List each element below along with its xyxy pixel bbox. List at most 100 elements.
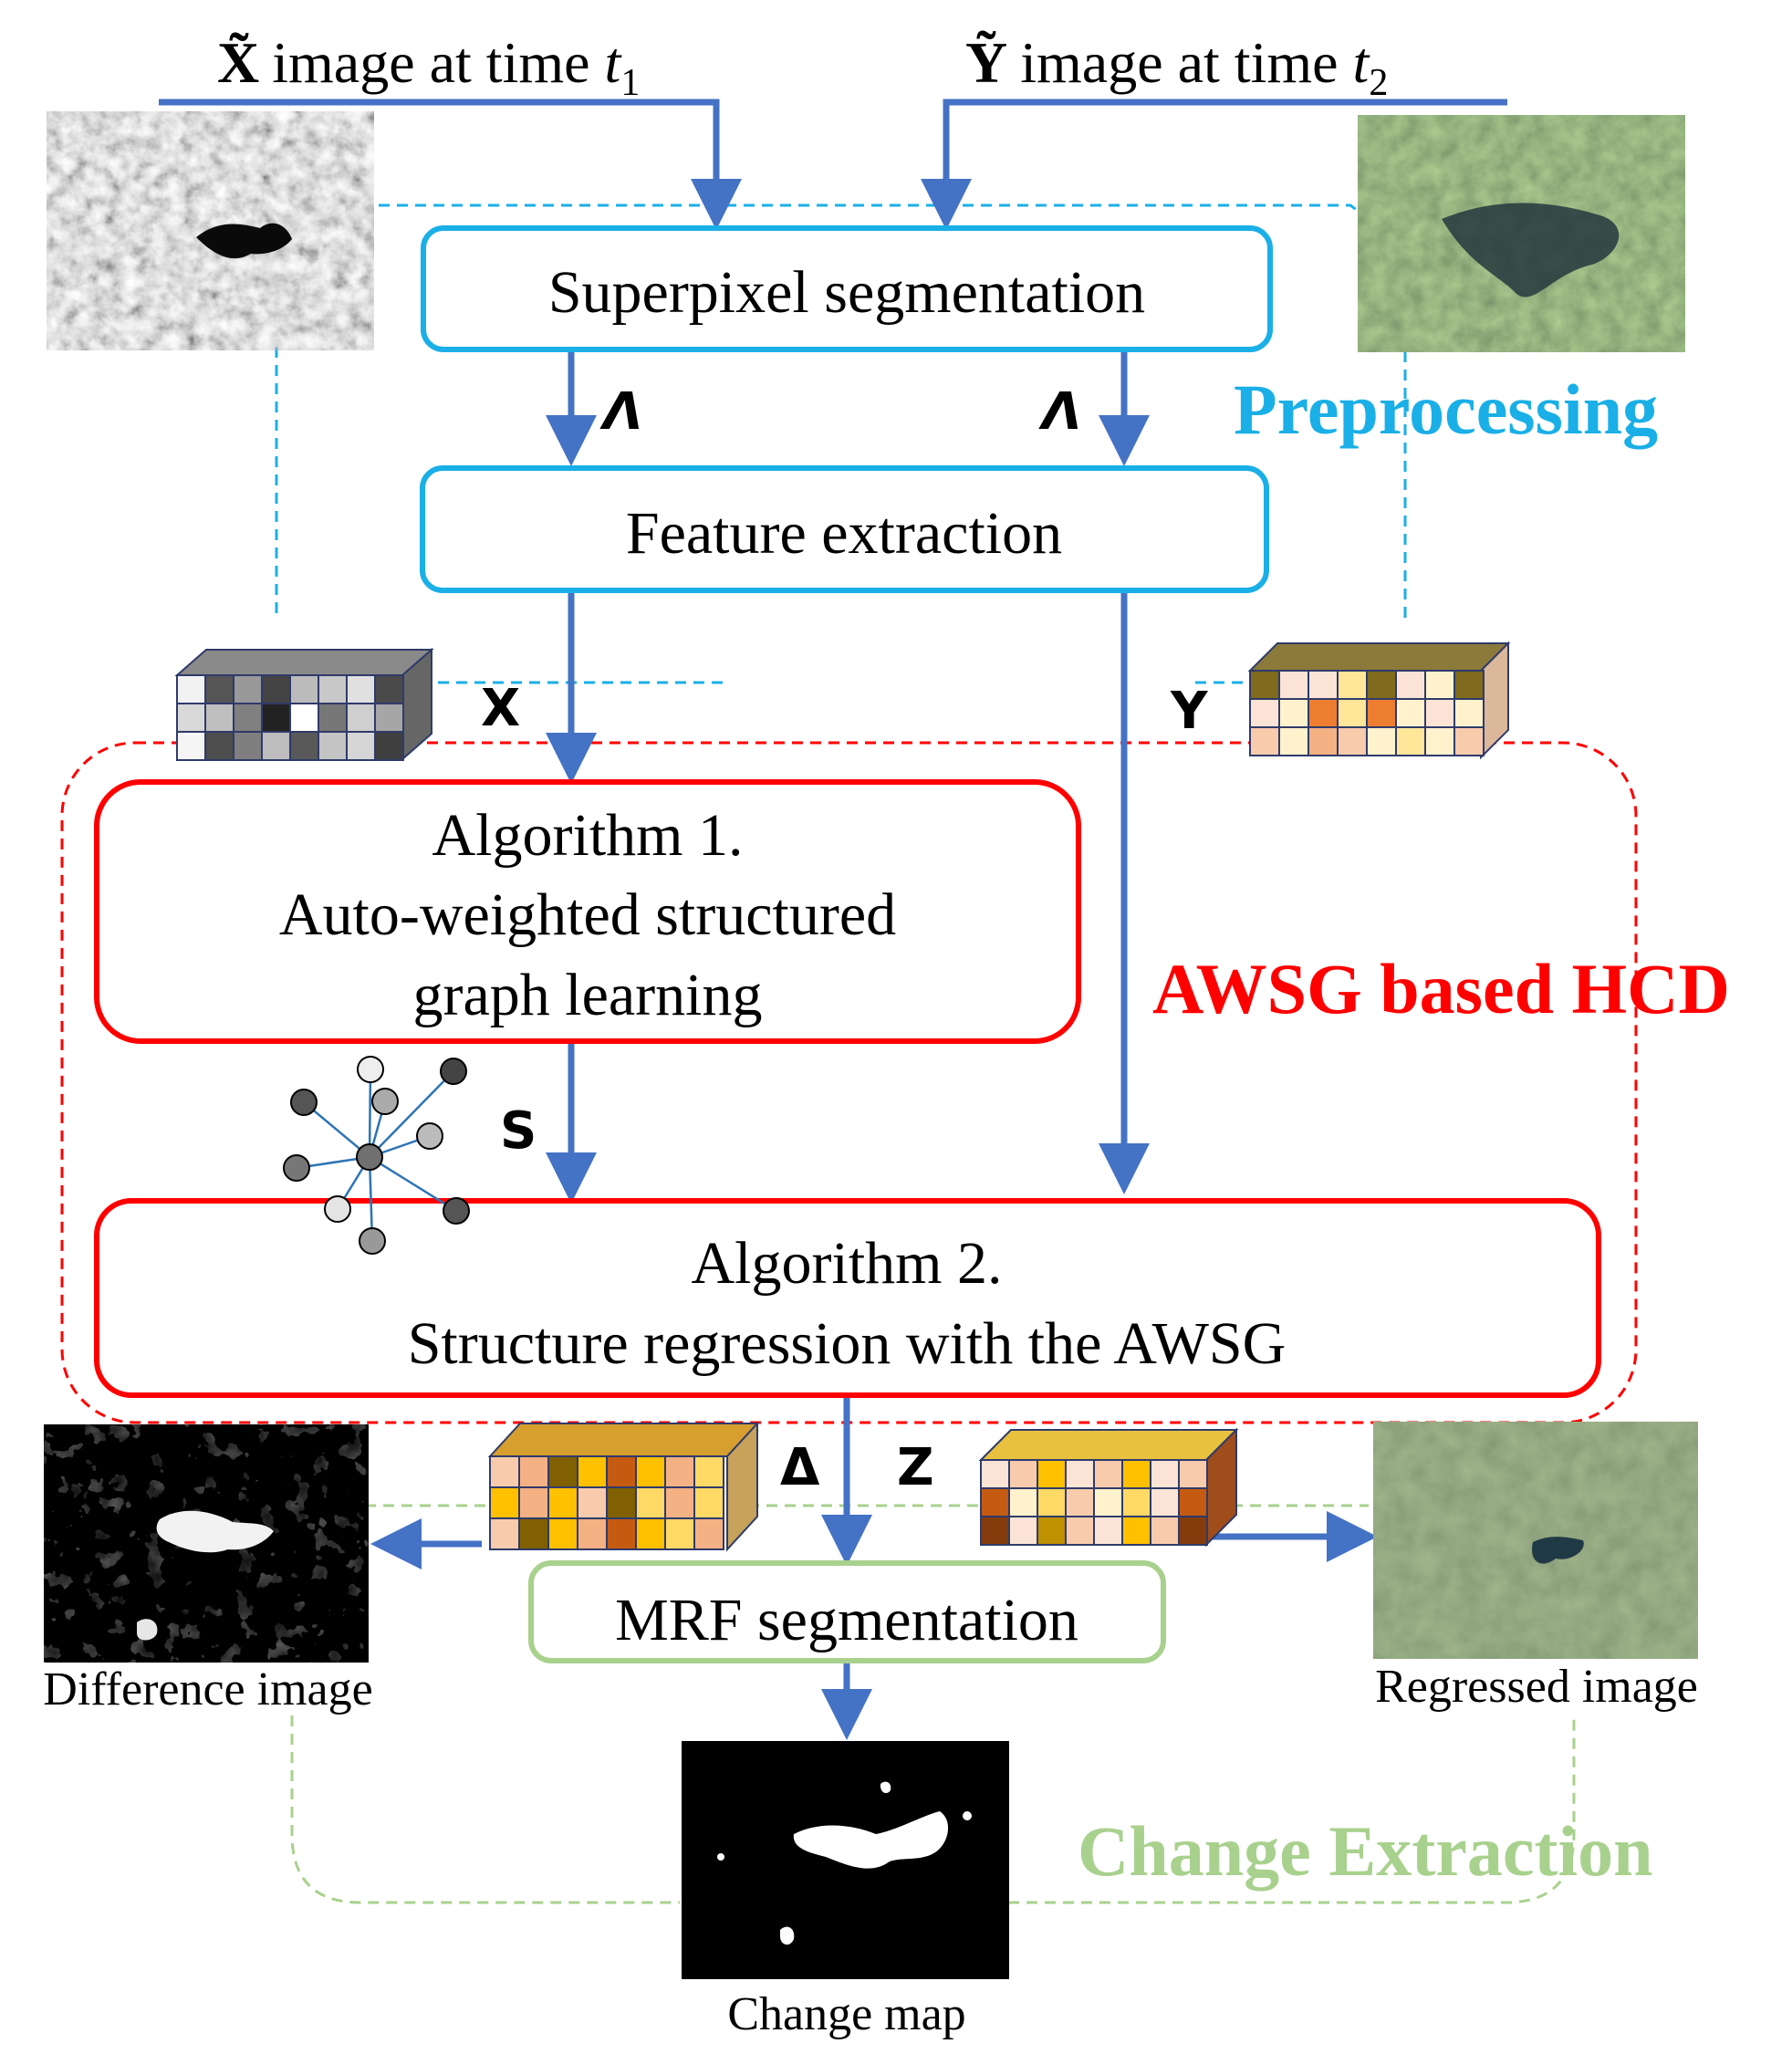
superpixel-label: Superpixel segmentation xyxy=(548,259,1145,326)
cube-cell xyxy=(1093,1459,1123,1489)
cube-cell xyxy=(318,731,348,761)
lambda-left-label: Λ xyxy=(599,382,642,442)
cube-cell xyxy=(289,703,319,733)
cube-cell xyxy=(1278,670,1309,700)
y-label: Y xyxy=(1170,682,1209,741)
cube-cell xyxy=(1337,670,1368,700)
cube-cell xyxy=(664,1455,695,1488)
algorithm1-title: Algorithm 1. xyxy=(432,802,744,869)
cube-cell xyxy=(577,1517,608,1550)
cube-cell xyxy=(1337,726,1368,756)
cube-cell xyxy=(1008,1459,1038,1489)
cube-cell xyxy=(233,703,263,733)
cube-cell xyxy=(1453,670,1485,700)
algorithm2-title: Algorithm 2. xyxy=(692,1230,1003,1297)
cube-cell xyxy=(1037,1487,1067,1517)
cube-cell xyxy=(518,1517,549,1550)
cube-cell xyxy=(980,1516,1010,1546)
cube-cell xyxy=(204,731,234,761)
cube-cell xyxy=(176,731,206,761)
cube-cell xyxy=(489,1455,520,1488)
cube-cell xyxy=(980,1459,1010,1489)
difference-image-caption: Difference image xyxy=(43,1663,372,1715)
cube-cell xyxy=(289,674,319,704)
feature-cube-delta xyxy=(487,1421,760,1552)
change-extraction-label: Change Extraction xyxy=(1078,1811,1652,1891)
cube-cell xyxy=(606,1517,637,1550)
cube-cell xyxy=(233,731,263,761)
flow-arrows xyxy=(159,99,1507,1740)
cube-cell xyxy=(1424,670,1455,700)
cube-cell xyxy=(1093,1487,1123,1517)
change-map-caption: Change map xyxy=(727,1988,965,2040)
cube-cell xyxy=(346,731,376,761)
cube-cell xyxy=(204,674,234,704)
cube-cell xyxy=(1366,698,1397,728)
cube-cell xyxy=(318,703,348,733)
algorithm1-line2: Auto-weighted structured xyxy=(279,881,896,948)
cube-cell xyxy=(1150,1516,1180,1546)
cube-cell xyxy=(1395,726,1426,756)
cube-cell xyxy=(1278,698,1309,728)
preprocessing-outline xyxy=(275,203,1407,684)
cube-cell xyxy=(1037,1516,1067,1546)
cube-cell xyxy=(1395,698,1426,728)
feature-cube-x xyxy=(174,647,434,762)
cube-cell xyxy=(1178,1487,1208,1517)
cube-cell xyxy=(693,1455,724,1488)
cube-cell xyxy=(547,1517,578,1550)
cube-cell xyxy=(1366,726,1397,756)
change-map xyxy=(682,1741,1009,1979)
algorithm2-line2: Structure regression with the AWSG xyxy=(408,1310,1287,1377)
header-x-label: X̃image at time t1 xyxy=(217,30,640,104)
cube-cell xyxy=(489,1517,520,1550)
algorithm2-box xyxy=(94,1198,1601,1398)
cube-cell xyxy=(1453,726,1485,756)
lambda-right-label: Λ xyxy=(1038,382,1081,442)
regressed-image xyxy=(1373,1422,1698,1659)
mrf-segmentation-box xyxy=(528,1560,1166,1663)
s-label: S xyxy=(500,1101,537,1161)
cube-cell xyxy=(261,674,291,704)
star-graph-icon xyxy=(283,1056,470,1255)
change-extraction-outline xyxy=(290,1504,1576,1904)
cube-cell xyxy=(518,1486,549,1519)
cube-cell xyxy=(1178,1516,1208,1546)
cube-cell xyxy=(374,703,404,733)
cube-cell xyxy=(635,1455,666,1488)
cube-cell xyxy=(1308,670,1339,700)
cube-cell xyxy=(374,674,404,704)
awsg-label: AWSG based HCD xyxy=(1152,949,1730,1028)
cube-cell xyxy=(176,674,206,704)
cube-cell xyxy=(318,674,348,704)
cube-cell xyxy=(693,1486,724,1519)
x-label: X xyxy=(481,679,520,738)
feature-extraction-box xyxy=(420,465,1269,593)
feature-cube-z xyxy=(978,1427,1239,1548)
cube-cell xyxy=(1366,670,1397,700)
cube-cell xyxy=(980,1487,1010,1517)
cube-cell xyxy=(204,703,234,733)
cube-cell xyxy=(1065,1459,1095,1489)
cube-cell xyxy=(547,1455,578,1488)
cube-cell xyxy=(176,703,206,733)
cube-cell xyxy=(1249,670,1280,700)
cube-cell xyxy=(1308,726,1339,756)
algorithm1-line3: graph learning xyxy=(412,962,762,1028)
difference-image xyxy=(44,1424,369,1663)
cube-cell xyxy=(664,1486,695,1519)
cube-cell xyxy=(1150,1487,1180,1517)
cube-cell xyxy=(635,1517,666,1550)
cube-cell xyxy=(635,1486,666,1519)
cube-cell xyxy=(547,1486,578,1519)
cube-cell xyxy=(1008,1516,1038,1546)
feature-extraction-label: Feature extraction xyxy=(626,500,1062,567)
cube-cell xyxy=(1150,1459,1180,1489)
cube-cell xyxy=(261,703,291,733)
cube-cell xyxy=(1278,726,1309,756)
cube-cell xyxy=(346,703,376,733)
cube-cell xyxy=(489,1486,520,1519)
cube-cell xyxy=(606,1455,637,1488)
cube-cell xyxy=(1424,726,1455,756)
